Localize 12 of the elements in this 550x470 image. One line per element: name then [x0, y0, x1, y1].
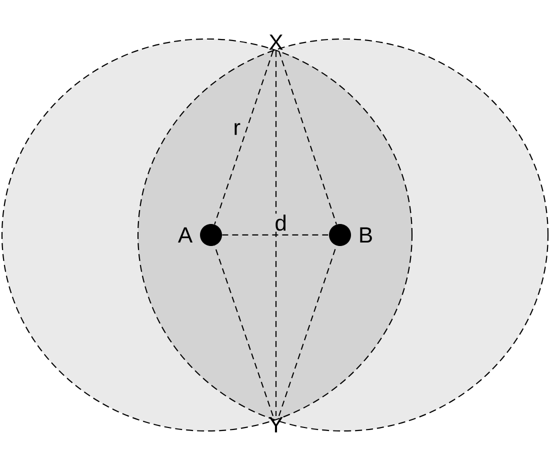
point-dot	[200, 224, 222, 246]
point-dot	[329, 224, 351, 246]
edge-label: r	[234, 123, 240, 135]
dashed-line	[214, 245, 274, 416]
dashed-line	[214, 50, 274, 225]
point-label: X	[269, 34, 283, 50]
point-label: A	[178, 227, 193, 243]
dashed-line	[275, 51, 277, 416]
point-label: B	[360, 227, 372, 243]
dashed-line	[278, 50, 337, 225]
dashed-line	[222, 234, 329, 236]
edge-label: d	[276, 214, 286, 231]
